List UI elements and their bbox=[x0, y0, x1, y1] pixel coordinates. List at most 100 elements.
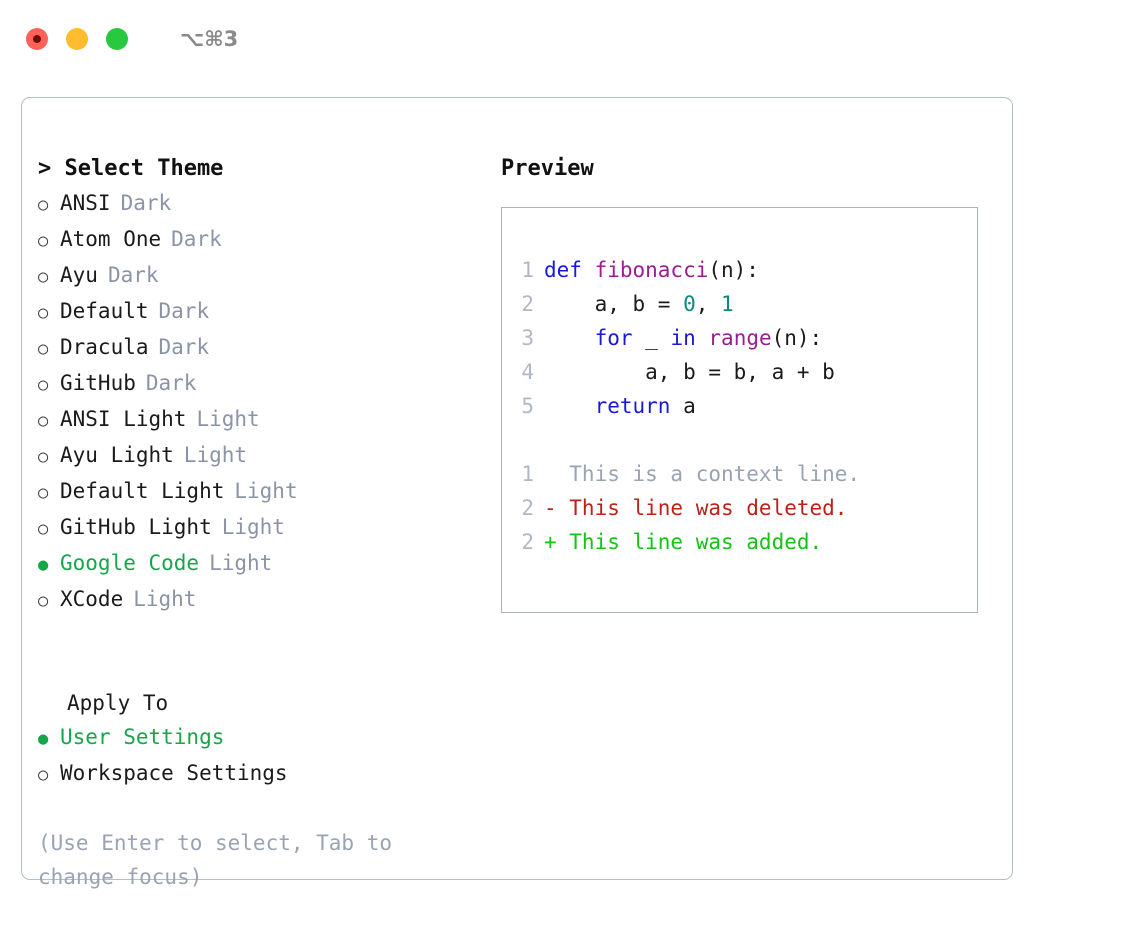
code-content: for _ in range(n): bbox=[544, 321, 823, 355]
diff-line: 1 This is a context line. bbox=[502, 457, 977, 491]
window-controls bbox=[26, 28, 128, 50]
theme-list-item[interactable]: ● Google Code Light bbox=[38, 546, 478, 582]
maximize-button[interactable] bbox=[106, 28, 128, 50]
theme-name-label: Google Code bbox=[60, 551, 200, 575]
theme-category-label: Dark bbox=[107, 263, 159, 287]
code-token-pl: a bbox=[670, 394, 696, 418]
apply-to-item[interactable]: ○ Workspace Settings bbox=[38, 756, 478, 792]
diff-content-add: + This line was added. bbox=[544, 530, 823, 554]
radio-unselected-icon[interactable]: ○ bbox=[38, 411, 49, 431]
theme-name-label: ANSI Light bbox=[60, 407, 187, 431]
code-token-pl: a, b = bbox=[544, 292, 684, 316]
radio-unselected-icon[interactable]: ○ bbox=[38, 519, 49, 539]
theme-category-label: Dark bbox=[158, 335, 210, 359]
radio-unselected-icon[interactable]: ○ bbox=[38, 483, 49, 503]
close-icon bbox=[33, 35, 41, 43]
theme-name-label: Ayu bbox=[60, 263, 98, 287]
code-token-kw: return bbox=[594, 394, 671, 418]
line-number: 5 bbox=[521, 394, 534, 418]
code-line: 2 a, b = 0, 1 bbox=[502, 287, 977, 321]
theme-list-item[interactable]: ○ Ayu Dark bbox=[38, 258, 478, 294]
apply-to-label: User Settings bbox=[60, 725, 225, 749]
radio-unselected-icon[interactable]: ○ bbox=[38, 231, 49, 251]
code-token-kw: def bbox=[544, 258, 595, 282]
radio-selected-icon[interactable]: ● bbox=[38, 729, 49, 749]
title-bar: ⌥⌘3 bbox=[0, 0, 1140, 78]
line-number: 4 bbox=[521, 360, 534, 384]
line-number: 2 bbox=[521, 292, 534, 316]
code-line: 4 a, b = b, a + b bbox=[502, 355, 977, 389]
code-token-pl: _ bbox=[632, 326, 671, 350]
code-content: a, b = 0, 1 bbox=[544, 287, 734, 321]
theme-name-label: ANSI bbox=[60, 191, 111, 215]
theme-list-item[interactable]: ○ Dracula Dark bbox=[38, 330, 478, 366]
theme-category-label: Light bbox=[183, 443, 248, 467]
apply-to-section: Apply To ●User Settings○Workspace Settin… bbox=[38, 686, 478, 792]
apply-to-item[interactable]: ● User Settings bbox=[38, 720, 478, 756]
theme-name-label: GitHub bbox=[60, 371, 136, 395]
radio-unselected-icon[interactable]: ○ bbox=[38, 267, 49, 287]
theme-category-label: Dark bbox=[171, 227, 222, 251]
code-token-num: 0 bbox=[683, 292, 696, 316]
code-token-kw: for bbox=[594, 326, 633, 350]
preview-header: Preview bbox=[501, 156, 594, 181]
code-token-pl bbox=[544, 394, 595, 418]
code-token-pl: (n): bbox=[708, 258, 759, 282]
code-token-pl: (n): bbox=[771, 326, 823, 350]
line-number: 2 bbox=[521, 530, 534, 554]
theme-category-label: Light bbox=[209, 551, 273, 575]
code-token-kw: in bbox=[670, 326, 696, 350]
minimize-button[interactable] bbox=[66, 28, 88, 50]
select-theme-header: > Select Theme bbox=[38, 156, 224, 181]
line-number: 2 bbox=[521, 496, 534, 520]
help-text: (Use Enter to select, Tab to change focu… bbox=[38, 831, 405, 889]
theme-list-item[interactable]: ○ Default Dark bbox=[38, 294, 478, 330]
diff-line: 2 - This line was deleted. bbox=[502, 491, 977, 525]
apply-to-list[interactable]: ● User Settings ○ Workspace Settings bbox=[38, 720, 478, 792]
close-button[interactable] bbox=[26, 28, 48, 50]
code-content: def fibonacci(n): bbox=[544, 253, 759, 287]
radio-unselected-icon[interactable]: ○ bbox=[38, 339, 49, 359]
diff-sample: 1 This is a context line. 2 - This line wa… bbox=[502, 457, 977, 559]
code-content: return a bbox=[544, 389, 696, 423]
code-token-pl bbox=[696, 326, 709, 350]
code-token-fn: fibonacci bbox=[594, 258, 709, 282]
radio-unselected-icon[interactable]: ○ bbox=[38, 765, 49, 785]
keyboard-shortcut-label: ⌥⌘3 bbox=[180, 27, 239, 51]
diff-content-del: - This line was deleted. bbox=[544, 496, 848, 520]
line-number: 1 bbox=[521, 462, 534, 486]
theme-list-item[interactable]: ○ ANSI Light Light bbox=[38, 402, 478, 438]
code-line: 5 return a bbox=[502, 389, 977, 423]
radio-unselected-icon[interactable]: ○ bbox=[38, 195, 49, 215]
radio-unselected-icon[interactable]: ○ bbox=[38, 303, 49, 323]
theme-category-label: Light bbox=[196, 407, 260, 431]
code-token-num: 1 bbox=[721, 292, 734, 316]
theme-name-label: Default bbox=[60, 299, 149, 323]
theme-name-label: Default Light bbox=[60, 479, 225, 503]
diff-line: 2 + This line was added. bbox=[502, 525, 977, 559]
code-token-fn: range bbox=[708, 326, 772, 350]
line-number: 1 bbox=[521, 258, 534, 282]
radio-selected-icon[interactable]: ● bbox=[38, 555, 49, 575]
theme-category-label: Dark bbox=[120, 191, 172, 215]
theme-category-label: Dark bbox=[158, 299, 210, 323]
code-content: a, b = b, a + b bbox=[544, 355, 835, 389]
radio-unselected-icon[interactable]: ○ bbox=[38, 447, 49, 467]
apply-to-label: Workspace Settings bbox=[60, 761, 288, 785]
radio-unselected-icon[interactable]: ○ bbox=[38, 375, 49, 395]
theme-name-label: Dracula bbox=[60, 335, 149, 359]
radio-unselected-icon[interactable]: ○ bbox=[38, 591, 49, 611]
theme-list-item[interactable]: ○ ANSI Dark bbox=[38, 186, 478, 222]
